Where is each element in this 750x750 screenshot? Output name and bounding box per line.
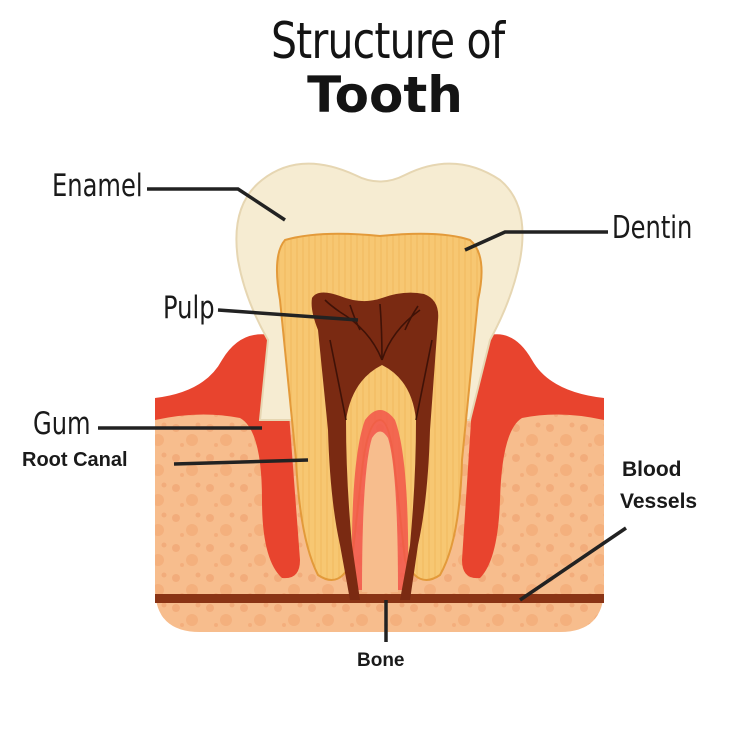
enamel-leader-line [147,187,286,222]
inter-root-bone [362,431,398,592]
pulp-chamber [311,292,439,600]
root-canal-leader-line [173,458,309,466]
title-line-2: Tooth [307,66,463,124]
label-pulp: Pulp [163,290,215,326]
title-line-1: Structure of [270,12,505,70]
blood-vessels-leader-line [519,526,627,602]
leader-lines [98,187,627,642]
label-gum: Gum [33,406,91,442]
label-root-canal: Root Canal [22,449,128,471]
label-dentin: Dentin [612,210,693,246]
label-blood-vessels-line-2: Vessels [620,490,698,513]
label-enamel: Enamel [52,168,143,204]
label-blood-vessels-line-1: Blood [622,458,682,481]
blood-vessel-band [155,594,604,603]
dentin-leader-line [464,230,608,252]
label-bone: Bone [357,650,405,671]
pulp-leader-line [217,308,359,322]
gum-right [462,334,604,579]
